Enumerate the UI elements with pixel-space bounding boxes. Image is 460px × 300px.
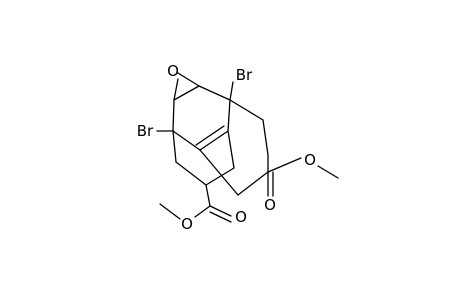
bond	[205, 167, 235, 186]
bond	[175, 161, 207, 186]
atom-label-ester1-ether-oxygen: O	[304, 151, 316, 169]
bond	[237, 171, 269, 196]
bond	[199, 130, 229, 151]
bond	[173, 85, 200, 101]
bond	[195, 125, 225, 146]
bond	[199, 149, 239, 196]
atom-labels: O Br Br O O O O	[137, 62, 316, 233]
atom-label-ester2-carbonyl-oxygen: O	[235, 208, 247, 226]
bond	[209, 205, 232, 217]
atom-label-ester1-carbonyl-oxygen: O	[264, 196, 276, 214]
bond	[267, 157, 302, 173]
bond	[194, 205, 211, 218]
atom-label-lower-bromine: Br	[137, 122, 154, 140]
bond-lines	[156, 72, 339, 223]
bond	[262, 119, 269, 156]
bond	[205, 184, 211, 207]
bond	[173, 78, 179, 101]
bond	[227, 99, 231, 132]
bond	[209, 211, 232, 223]
bond	[317, 165, 339, 179]
bond	[227, 130, 235, 169]
bond	[172, 99, 175, 132]
bond	[198, 85, 231, 101]
bond	[229, 81, 234, 101]
atom-label-epoxide-oxygen: O	[167, 62, 179, 80]
atom-label-ester2-ether-oxygen: O	[181, 215, 193, 233]
bond	[177, 72, 200, 87]
atom-label-upper-bromine: Br	[236, 66, 253, 84]
bond	[229, 99, 264, 121]
bond	[159, 203, 181, 220]
bond	[172, 130, 177, 163]
bond	[172, 130, 201, 151]
